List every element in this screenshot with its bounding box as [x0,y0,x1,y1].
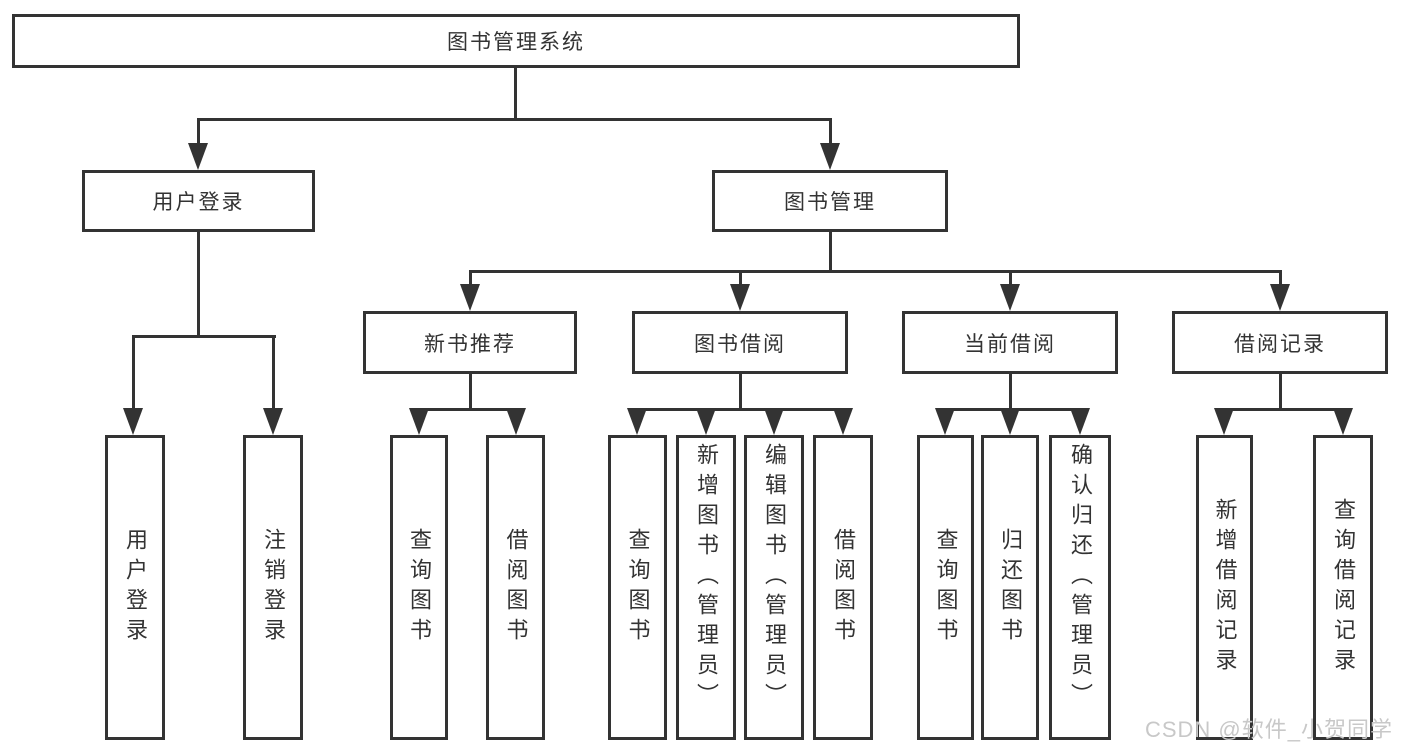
connector-line [1223,408,1345,411]
leaf-label: 用户登录 [123,527,148,648]
connector-line [132,338,135,410]
connector-line [132,335,276,338]
connector-arrowhead [506,408,526,435]
leaf-borrow-edit-books-admin: 编辑图书（管理员） [744,435,804,740]
node-current-borrowing: 当前借阅 [902,311,1118,374]
connector-line [272,338,275,410]
connector-arrowhead [1270,284,1290,311]
leaf-label: 新增借阅记录 [1212,497,1238,678]
leaf-label: 查询图书 [407,527,432,648]
connector-line [829,232,832,270]
connector-line [197,120,200,146]
leaf-label: 编辑图书（管理员） [762,443,787,713]
leaf-newbook-borrow-books: 借阅图书 [486,435,545,740]
node-new-book-recommendation: 新书推荐 [363,311,577,374]
leaf-label: 归还图书 [998,527,1023,648]
node-book-borrowing: 图书借阅 [632,311,848,374]
connector-arrowhead [460,284,480,311]
connector-arrowhead [1214,408,1234,435]
connector-line [514,68,517,120]
leaf-label: 查询图书 [625,527,651,648]
leaf-label: 查询借阅记录 [1331,497,1356,678]
leaf-current-confirm-return-admin: 确认归还（管理员） [1049,435,1111,740]
node-root: 图书管理系统 [12,14,1020,68]
connector-line [739,272,742,286]
connector-arrowhead [123,408,143,435]
connector-arrowhead [1333,408,1353,435]
connector-line [1009,272,1012,286]
connector-line [469,272,472,286]
leaf-label: 借阅图书 [503,527,529,648]
connector-arrowhead [188,143,208,170]
leaf-logout: 注销登录 [243,435,303,740]
node-borrowing-records: 借阅记录 [1172,311,1388,374]
connector-arrowhead [696,408,716,435]
leaf-borrow-add-books-admin: 新增图书（管理员） [676,435,736,740]
leaf-user-login: 用户登录 [105,435,165,740]
leaf-records-add-record: 新增借阅记录 [1196,435,1253,740]
leaf-borrow-borrow-books: 借阅图书 [813,435,873,740]
connector-arrowhead [833,408,853,435]
connector-arrowhead [1070,408,1090,435]
connector-line [636,408,845,411]
connector-line [197,118,832,121]
connector-arrowhead [764,408,784,435]
leaf-label: 注销登录 [261,527,286,648]
node-user-login: 用户登录 [82,170,315,232]
connector-arrowhead [1000,408,1020,435]
leaf-label: 确认归还（管理员） [1068,443,1093,713]
connector-arrowhead [730,284,750,311]
connector-arrowhead [820,143,840,170]
connector-line [1279,374,1282,408]
connector-arrowhead [1000,284,1020,311]
connector-arrowhead [409,408,429,435]
connector-arrowhead [627,408,647,435]
connector-arrowhead [263,408,283,435]
connector-line [469,270,1282,273]
connector-line [197,232,200,335]
leaf-label: 借阅图书 [831,527,856,648]
connector-line [1009,374,1012,408]
leaf-current-return-books: 归还图书 [981,435,1039,740]
leaf-label: 查询图书 [933,527,959,648]
connector-arrowhead [935,408,955,435]
connector-line [1279,272,1282,286]
leaf-records-query-record: 查询借阅记录 [1313,435,1373,740]
leaf-current-query-books: 查询图书 [917,435,974,740]
connector-line [739,374,742,408]
connector-line [418,408,518,411]
leaf-newbook-query-books: 查询图书 [390,435,448,740]
node-book-management: 图书管理 [712,170,948,232]
connector-line [829,120,832,146]
leaf-label: 新增图书（管理员） [694,443,719,713]
connector-line [469,374,472,408]
leaf-borrow-query-books: 查询图书 [608,435,667,740]
